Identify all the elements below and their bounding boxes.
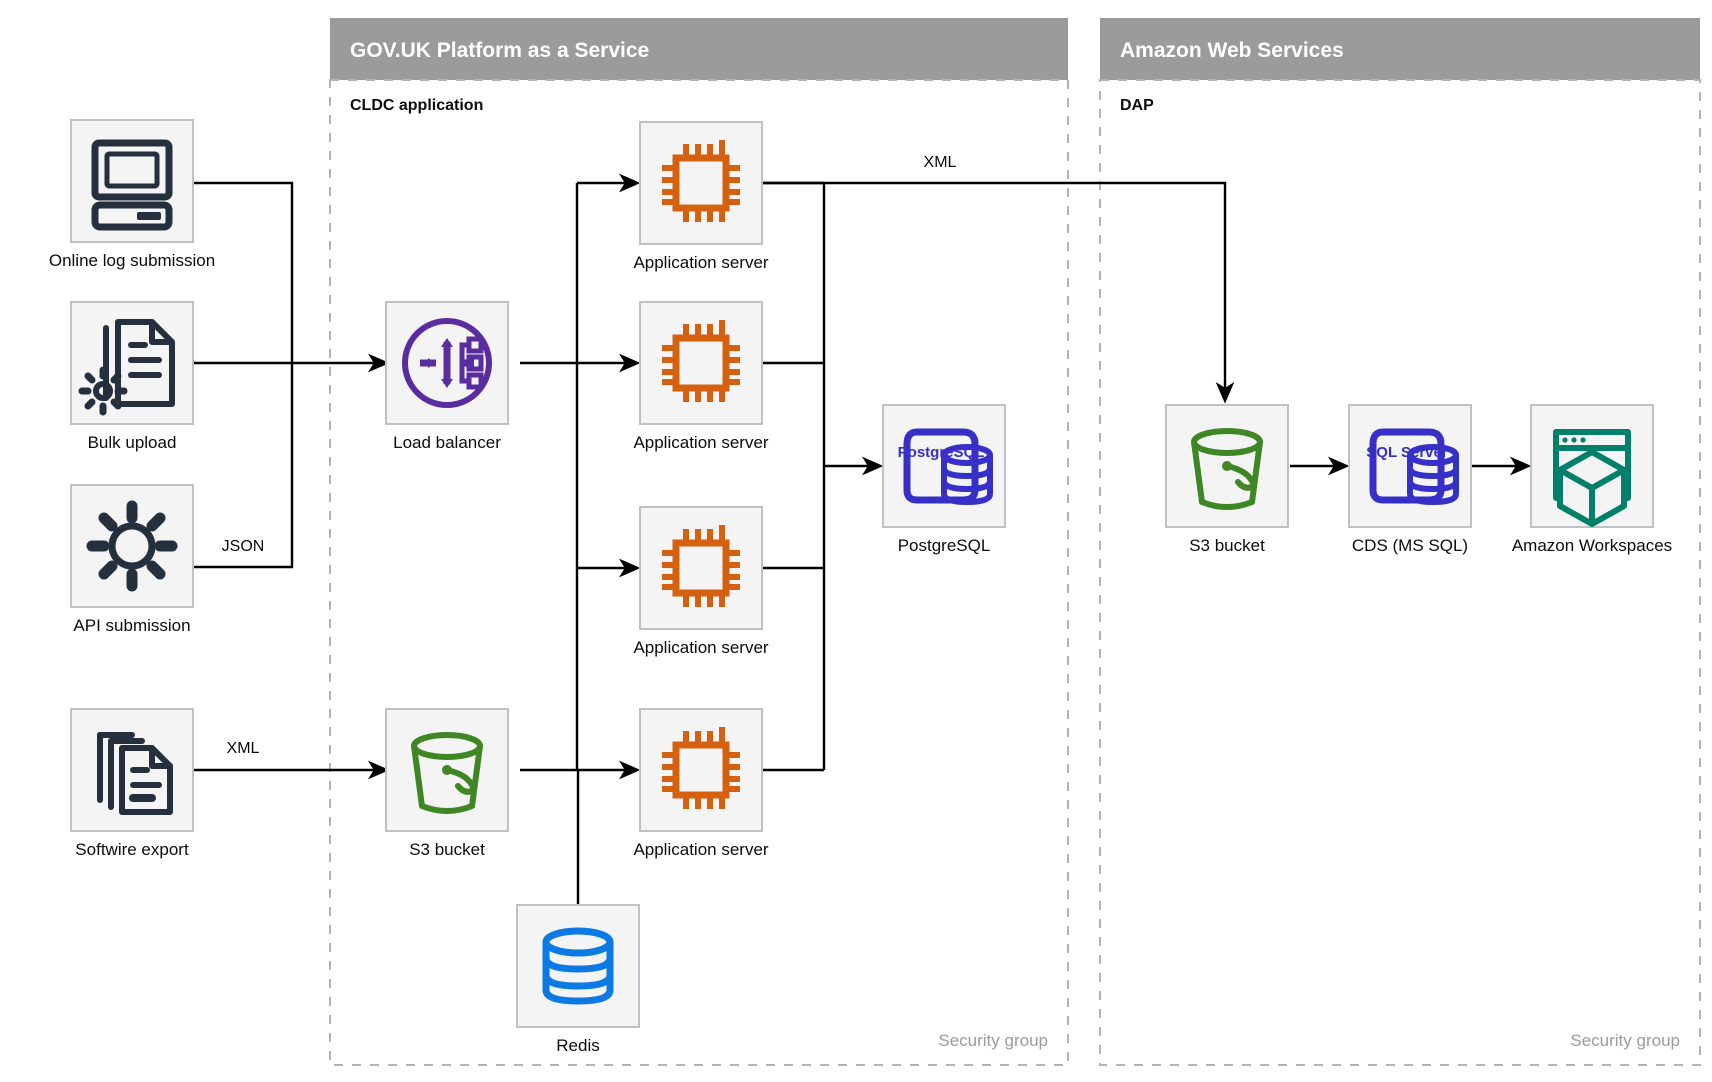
node-label-app-server-4: Application server (633, 840, 768, 859)
zone-dashed-box-aws (1099, 79, 1701, 1066)
node-label-redis: Redis (556, 1036, 599, 1055)
zone-govuk-paas: GOV.UK Platform as a Service CLDC applic… (329, 18, 1069, 1066)
node-postgresql[interactable]: PostgreSQL PostgreSQL (882, 404, 1006, 555)
node-app-server-1[interactable]: Application server (633, 121, 769, 272)
node-label-bulk-upload: Bulk upload (88, 433, 177, 452)
node-label-postgresql: PostgreSQL (898, 536, 991, 555)
node-label-cds-ms-sql: CDS (MS SQL) (1352, 536, 1468, 555)
node-label-s3-bucket-paas: S3 bucket (409, 840, 485, 859)
node-label-s3-bucket-aws: S3 bucket (1189, 536, 1265, 555)
connector-xml-to-s3-aws (762, 181, 1235, 404)
node-label-amazon-workspaces: Amazon Workspaces (1512, 536, 1672, 555)
node-label-load-balancer: Load balancer (393, 433, 501, 452)
cpu-chip-icon (662, 140, 740, 222)
edge-label-xml-appserver: XML (924, 154, 957, 171)
node-label-app-server-2: Application server (633, 433, 768, 452)
security-group-label-aws: Security group (1570, 1031, 1680, 1050)
workspaces-cube-icon (1553, 429, 1631, 527)
edge-label-xml-softwire: XML (227, 740, 260, 757)
node-amazon-workspaces[interactable]: Amazon Workspaces (1512, 404, 1672, 555)
s3-bucket-icon (1191, 428, 1263, 510)
zone-header-bar-aws (1100, 18, 1700, 80)
tile-app-server-1 (639, 121, 763, 245)
postgresql-icon: PostgreSQL (898, 428, 993, 506)
node-label-online-log-submission: Online log submission (49, 251, 215, 270)
s3-bucket-icon (411, 732, 483, 814)
zone-header-bar-govuk (330, 18, 1068, 80)
node-app-server-3[interactable]: Application server (633, 506, 769, 657)
zone-aws: Amazon Web Services DAP Security group (1099, 18, 1701, 1066)
node-api-submission[interactable]: API submission (70, 484, 194, 635)
node-label-api-submission: API submission (73, 616, 190, 635)
cpu-chip-icon (662, 525, 740, 607)
edge-label-json: JSON (222, 538, 265, 555)
security-group-label-govuk: Security group (938, 1031, 1048, 1050)
connector-sources-bus (193, 181, 294, 569)
node-bulk-upload[interactable]: Bulk upload (70, 301, 194, 452)
database-cylinder-icon (542, 927, 614, 1005)
node-load-balancer[interactable]: Load balancer (385, 301, 509, 452)
node-label-app-server-3: Application server (633, 638, 768, 657)
zone-header-label-aws: Amazon Web Services (1120, 39, 1344, 62)
node-cds-ms-sql[interactable]: SQL Server CDS (MS SQL) (1348, 404, 1472, 555)
cpu-chip-icon (662, 727, 740, 809)
node-s3-bucket-paas[interactable]: S3 bucket (385, 708, 509, 859)
zone-header-label-govuk: GOV.UK Platform as a Service (350, 39, 649, 62)
zone-subtitle-cldc: CLDC application (350, 97, 483, 114)
connector-layer (193, 173, 1532, 905)
zone-subtitle-dap: DAP (1120, 97, 1154, 114)
gear-icon (86, 500, 178, 592)
node-label-softwire-export: Softwire export (75, 840, 189, 859)
load-balancer-icon (402, 318, 492, 408)
node-online-log-submission[interactable]: Online log submission (49, 119, 215, 270)
tile-app-server-2 (639, 301, 763, 425)
sql-server-icon: SQL Server (1366, 428, 1459, 506)
node-app-server-4[interactable]: Application server (633, 708, 769, 859)
node-app-server-2[interactable]: Application server (633, 301, 769, 452)
node-redis[interactable]: Redis (516, 904, 640, 1055)
document-gear-icon (78, 319, 175, 416)
zone-dashed-box-govuk (329, 79, 1069, 1066)
tile-app-server-4 (639, 708, 763, 832)
cpu-chip-icon (662, 320, 740, 402)
node-s3-bucket-aws[interactable]: S3 bucket (1165, 404, 1289, 555)
node-label-app-server-1: Application server (633, 253, 768, 272)
tile-app-server-3 (639, 506, 763, 630)
document-stack-icon (97, 732, 173, 815)
desktop-computer-icon (91, 139, 173, 231)
node-softwire-export[interactable]: Softwire export (70, 708, 194, 859)
